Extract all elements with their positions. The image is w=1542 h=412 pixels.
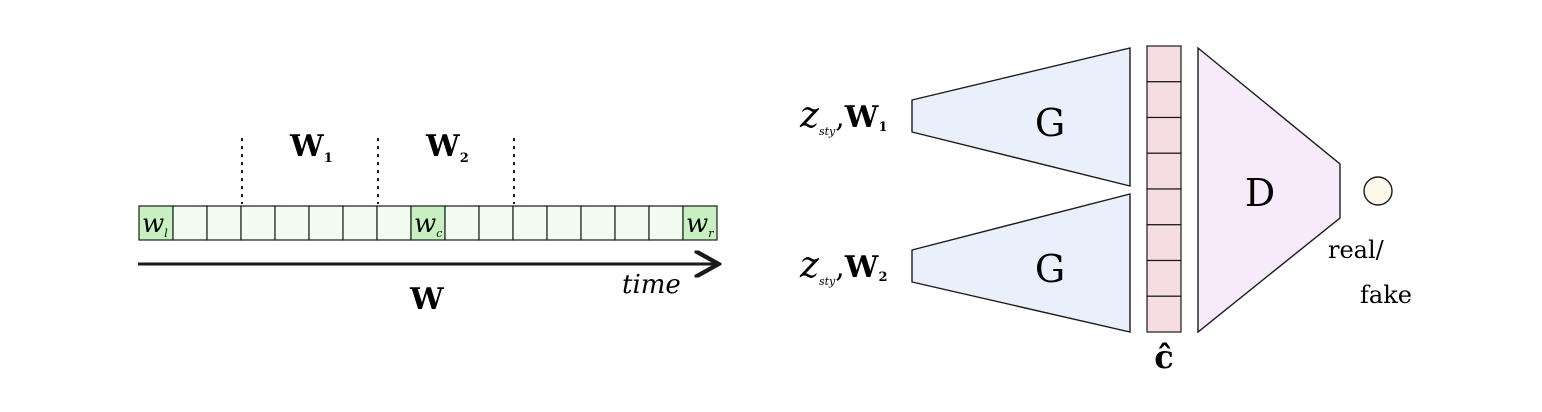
concat-cell: [1146, 152, 1182, 190]
sequence-cell-label: wl: [142, 209, 168, 240]
discriminator: [1197, 46, 1341, 334]
generator-2-label: G: [1035, 247, 1065, 291]
concat-cell: [1146, 295, 1182, 333]
sequence-cell: [444, 205, 480, 241]
concat-cell: [1146, 45, 1182, 83]
sequence-cell-label: wc: [414, 209, 442, 240]
discriminator-label: D: [1245, 171, 1275, 215]
time-axis-label: time: [622, 270, 681, 300]
concat-cell: [1146, 116, 1182, 154]
window-label-2: W2: [425, 129, 469, 166]
sequence-cell: [376, 205, 412, 241]
concat-cell: [1146, 259, 1182, 297]
sequence-cell-label: wr: [686, 209, 714, 240]
window-dividers: [241, 138, 515, 204]
sequence-cell: [478, 205, 514, 241]
sequence-strip: wl wc wr: [138, 205, 718, 241]
sequence-cell: [308, 205, 344, 241]
concat-label: ĉ: [1154, 338, 1173, 376]
generator-1: [911, 47, 1131, 187]
sequence-cell: [512, 205, 548, 241]
sequence-cell: [274, 205, 310, 241]
concat-cell: [1146, 81, 1182, 119]
generator-1-label: G: [1035, 101, 1065, 145]
sequence-cell: [546, 205, 582, 241]
generator-1-input: zsty,W1: [799, 95, 888, 138]
concat-column: [1146, 45, 1182, 333]
sequence-cell: [342, 205, 378, 241]
output-label-line1: real/: [1328, 236, 1385, 264]
generator-2: [911, 193, 1131, 333]
window-label-1: W1: [289, 129, 333, 166]
output-node: [1363, 176, 1393, 206]
sequence-cell: [682, 205, 718, 241]
sequence-cell: [172, 205, 208, 241]
sequence-label: W: [409, 282, 445, 317]
concat-cell: [1146, 224, 1182, 262]
concat-cell: [1146, 188, 1182, 226]
sequence-cell: [648, 205, 684, 241]
generator-2-input: zsty,W2: [799, 245, 888, 288]
sequence-cell: [138, 205, 174, 241]
sequence-cell: [580, 205, 616, 241]
sequence-cell: [614, 205, 650, 241]
output-label-line2: fake: [1360, 281, 1412, 309]
sequence-cell: [206, 205, 242, 241]
sequence-cell: [240, 205, 276, 241]
